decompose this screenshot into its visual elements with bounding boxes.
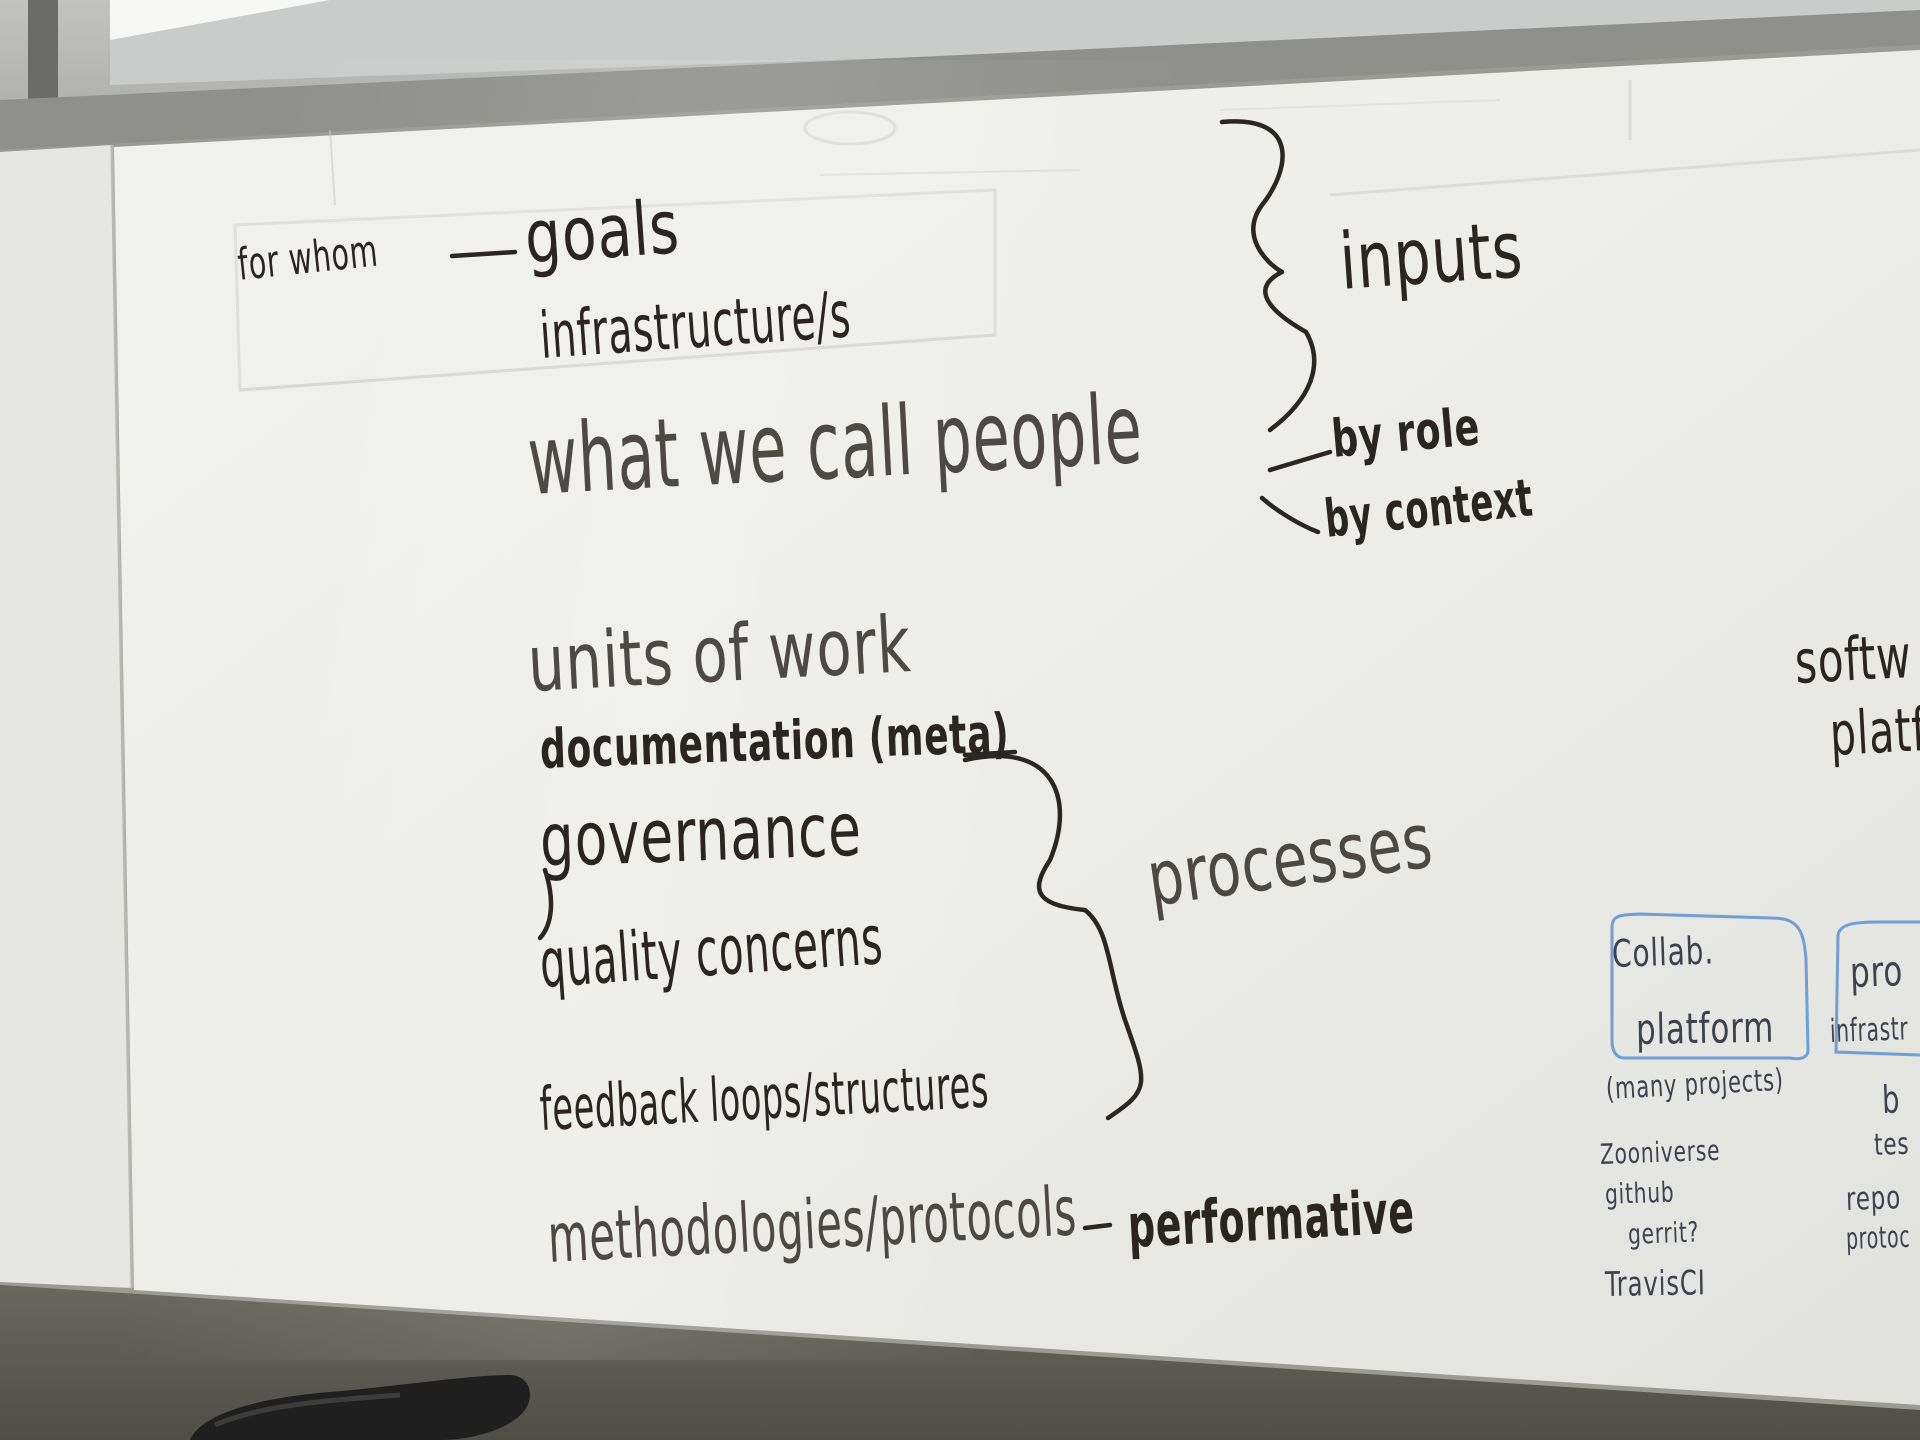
dash-for-whom-goals xyxy=(449,249,518,259)
text-software-fragment: softw xyxy=(1793,621,1914,698)
text-goals: goals xyxy=(522,184,683,281)
text-governance: governance xyxy=(538,786,864,884)
window-bright xyxy=(110,0,330,40)
panel-seam xyxy=(110,144,134,1289)
window-mullion xyxy=(28,0,58,100)
text-inputs: inputs xyxy=(1336,205,1526,308)
project-item: protoc xyxy=(1845,1219,1911,1257)
board-sheen xyxy=(108,60,1192,1360)
brace-processes xyxy=(962,753,1144,1121)
project-item: b xyxy=(1881,1077,1901,1122)
branch-by-context xyxy=(1259,495,1321,535)
project-item: repo xyxy=(1845,1178,1902,1218)
project-box xyxy=(1834,920,1920,1057)
collab-box xyxy=(1610,912,1810,1061)
text-platform-fragment: platf xyxy=(1828,694,1920,770)
ink-strokes xyxy=(449,119,1333,1231)
project-item: tes xyxy=(1873,1126,1910,1163)
dash-performative xyxy=(1082,1222,1113,1231)
meta-underline xyxy=(962,749,1018,758)
collab-item: gerrit? xyxy=(1627,1215,1700,1251)
left-panel xyxy=(0,145,132,1288)
text-performative: performative xyxy=(1126,1177,1417,1262)
blue-boxes xyxy=(1610,912,1920,1061)
text-collab-line2: platform xyxy=(1635,1002,1775,1054)
text-project-line2: infrastr xyxy=(1829,1009,1909,1050)
governance-hook xyxy=(537,867,554,941)
collab-item: github xyxy=(1604,1175,1675,1211)
bicycle-seat xyxy=(190,1375,530,1440)
collab-item: TravisCI xyxy=(1604,1263,1707,1305)
collab-item: Zooniverse xyxy=(1599,1133,1721,1171)
brace-inputs xyxy=(1219,119,1317,433)
branch-by-role xyxy=(1267,449,1333,473)
text-project-line1: pro xyxy=(1849,946,1904,997)
text-collab-line1: Collab. xyxy=(1611,928,1715,976)
